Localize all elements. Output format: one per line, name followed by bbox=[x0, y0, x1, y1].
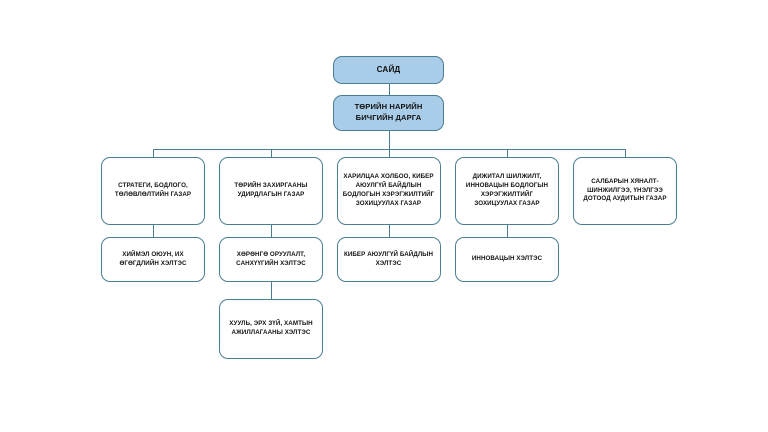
node-dept5-label: САЛБАРЫН ХЯНАЛТ-ШИНЖИЛГЭЭ, ҮНЭЛГЭЭ ДОТОО… bbox=[583, 177, 667, 203]
node-dept-communications-cybersecurity[interactable]: ХАРИЛЦАА ХОЛБОО, КИБЕР АЮУЛГҮЙ БАЙДЛЫН Б… bbox=[336, 157, 441, 225]
node-dept2-label: ТӨРИЙН ЗАХИРГААНЫ УДИРДЛАГЫН ГАЗАР bbox=[234, 182, 308, 198]
node-dept-public-administration[interactable]: ТӨРИЙН ЗАХИРГААНЫ УДИРДЛАГЫН ГАЗАР bbox=[219, 157, 323, 225]
connector-unit2-to-unit5 bbox=[271, 282, 273, 299]
connector-dept4-to-unit4 bbox=[507, 225, 509, 237]
connector-drop-dept1 bbox=[153, 149, 155, 157]
node-minister-label: САЙД bbox=[376, 65, 401, 75]
node-unit1-label: ХИЙМЭЛ ОЮУН, ИХ ӨГӨГДЛИЙН ХЭЛТЭС bbox=[119, 250, 187, 267]
connector-dept2-to-unit2 bbox=[271, 225, 273, 237]
node-unit-ai-bigdata[interactable]: ХИЙМЭЛ ОЮУН, ИХ ӨГӨГДЛИЙН ХЭЛТЭС bbox=[101, 237, 205, 282]
connector-drop-dept3 bbox=[388, 149, 390, 157]
node-dept-strategy-policy-planning[interactable]: СТРАТЕГИ, БОДЛОГО, ТӨЛӨВЛӨЛТИЙН ГАЗАР bbox=[101, 157, 205, 225]
connector-drop-dept4 bbox=[507, 149, 509, 157]
connector-drop-dept5 bbox=[625, 149, 627, 157]
node-unit2-label: ХӨРӨНГӨ ОРУУЛАЛТ, САНХҮҮГИЙН ХЭЛТЭС bbox=[236, 250, 306, 267]
node-dept-monitoring-evaluation-audit[interactable]: САЛБАРЫН ХЯНАЛТ-ШИНЖИЛГЭЭ, ҮНЭЛГЭЭ ДОТОО… bbox=[573, 157, 677, 225]
connector-dept3-to-unit3 bbox=[388, 225, 390, 237]
node-dept3-label: ХАРИЛЦАА ХОЛБОО, КИБЕР АЮУЛГҮЙ БАЙДЛЫН Б… bbox=[342, 173, 435, 207]
node-unit5-label: ХУУЛЬ, ЭРХ ЗҮЙ, ХАМТЫН АЖИЛЛАГААНЫ ХЭЛТЭ… bbox=[229, 320, 313, 336]
connector-minister-to-secretary bbox=[388, 84, 390, 95]
node-dept1-label: СТРАТЕГИ, БОДЛОГО, ТӨЛӨВЛӨЛТИЙН ГАЗАР bbox=[114, 182, 192, 198]
node-unit3-label: КИБЕР АЮУЛГҮЙ БАЙДЛЫН ХЭЛТЭС bbox=[343, 250, 434, 267]
node-dept-digital-transformation-innovation[interactable]: ДИЖИТАЛ ШИЛЖИЛТ, ИННОВАЦЫН БОДЛОГЫН ХЭРЭ… bbox=[455, 157, 559, 225]
node-unit4-label: ИННОВАЦЫН ХЭЛТЭС bbox=[471, 255, 543, 263]
connector-drop-dept2 bbox=[271, 149, 273, 157]
connector-secretary-drop bbox=[388, 131, 390, 150]
node-unit-innovation[interactable]: ИННОВАЦЫН ХЭЛТЭС bbox=[455, 237, 559, 282]
node-dept4-label: ДИЖИТАЛ ШИЛЖИЛТ, ИННОВАЦЫН БОДЛОГЫН ХЭРЭ… bbox=[465, 173, 549, 207]
node-minister[interactable]: САЙД bbox=[333, 56, 444, 84]
node-unit-law-cooperation[interactable]: ХУУЛЬ, ЭРХ ЗҮЙ, ХАМТЫН АЖИЛЛАГААНЫ ХЭЛТЭ… bbox=[219, 299, 323, 359]
node-unit-cybersecurity[interactable]: КИБЕР АЮУЛГҮЙ БАЙДЛЫН ХЭЛТЭС bbox=[336, 237, 441, 282]
connector-dept1-to-unit1 bbox=[153, 225, 155, 237]
node-state-secretary[interactable]: ТӨРИЙН НАРИЙН БИЧГИЙН ДАРГА bbox=[333, 95, 444, 131]
node-unit-investment-finance[interactable]: ХӨРӨНГӨ ОРУУЛАЛТ, САНХҮҮГИЙН ХЭЛТЭС bbox=[219, 237, 323, 282]
node-state-secretary-label: ТӨРИЙН НАРИЙН БИЧГИЙН ДАРГА bbox=[354, 102, 423, 122]
